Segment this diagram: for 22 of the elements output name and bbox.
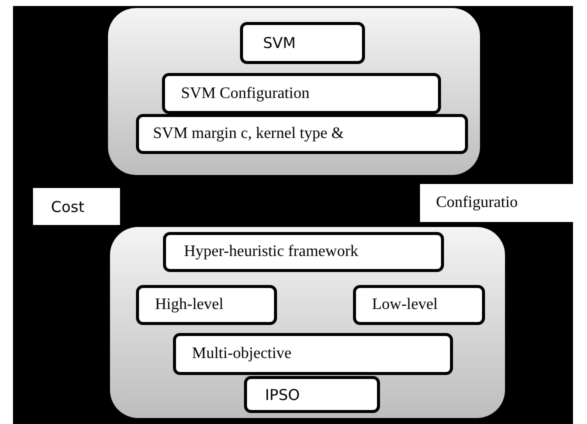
box-label: Configuratio — [436, 194, 518, 212]
group-panel — [108, 8, 480, 175]
label-box — [420, 184, 573, 222]
box-label: Low-level — [372, 296, 438, 314]
group-panel — [110, 227, 505, 418]
box-label: SVM margin c, kernel type & — [153, 125, 344, 143]
process-box — [173, 333, 453, 375]
label-box — [33, 188, 120, 225]
box-label: SVM Configuration — [181, 84, 310, 102]
box-label: Cost — [51, 198, 84, 216]
process-box — [240, 22, 365, 64]
process-box — [162, 73, 441, 114]
box-label: IPSO — [265, 386, 300, 404]
process-box — [163, 232, 444, 272]
process-box — [244, 376, 380, 413]
box-label: Hyper-heuristic framework — [184, 243, 358, 261]
process-box — [353, 285, 485, 325]
process-box — [136, 285, 277, 325]
process-box — [136, 114, 468, 154]
box-label: Multi-objective — [192, 345, 292, 363]
box-label: SVM — [263, 34, 296, 52]
box-label: High-level — [155, 296, 224, 314]
